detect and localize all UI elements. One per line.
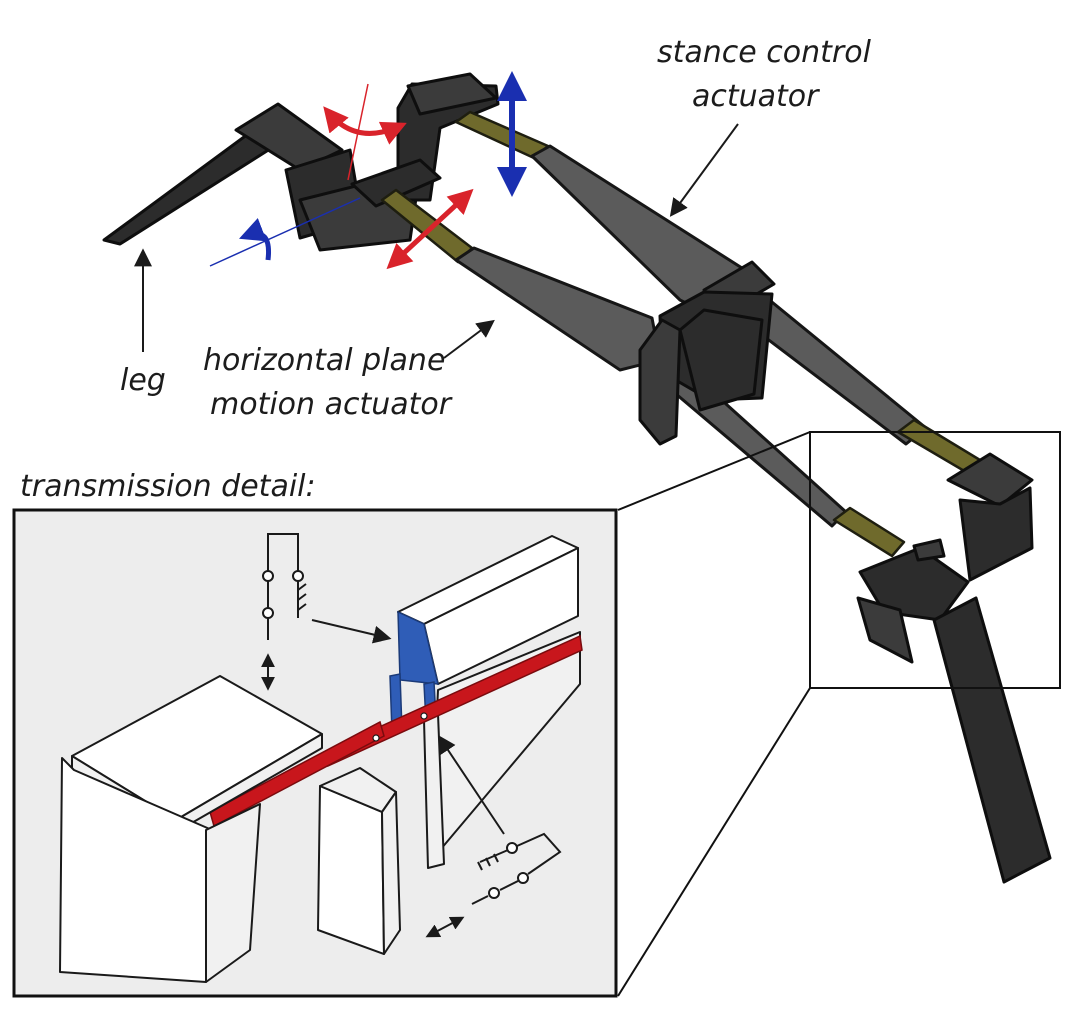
- zoom-box: [809, 431, 1061, 689]
- stance-pointer: [669, 123, 739, 217]
- red-double-arrow: [386, 188, 474, 270]
- label-stance-line1: stance control: [657, 35, 872, 70]
- hip-block: [284, 72, 500, 252]
- right-hip-block: [856, 452, 1034, 664]
- schematic-top-pointer: [311, 619, 392, 644]
- leg-left: [102, 102, 344, 246]
- zoom-connector-bottom: [617, 687, 811, 997]
- red-rotation-arrow: [323, 106, 407, 145]
- zoom-connector-top: [617, 431, 811, 511]
- red-strip-left: [209, 720, 385, 828]
- leg-right: [932, 596, 1052, 884]
- blue-rotation-arrow: [238, 218, 272, 261]
- label-horizontal-line2: motion actuator: [210, 387, 453, 422]
- schematic-bottom-pointer: [438, 735, 505, 835]
- label-horizontal-line1: horizontal plane: [203, 343, 445, 378]
- label-leg: leg: [120, 363, 166, 398]
- horizontal-pointer: [443, 319, 495, 359]
- schematic-bottom: [425, 735, 562, 938]
- blue-block: [397, 610, 439, 685]
- schematic-top: [261, 533, 392, 691]
- label-stance-line2: actuator: [692, 79, 820, 114]
- label-transmission: transmission detail:: [20, 469, 316, 504]
- hinge-axis-line: [209, 197, 361, 267]
- middle-joint: [638, 260, 776, 446]
- transmission-inset: [12, 508, 618, 998]
- schematic-bottom-arrow: [425, 916, 465, 938]
- front-post: [317, 785, 385, 955]
